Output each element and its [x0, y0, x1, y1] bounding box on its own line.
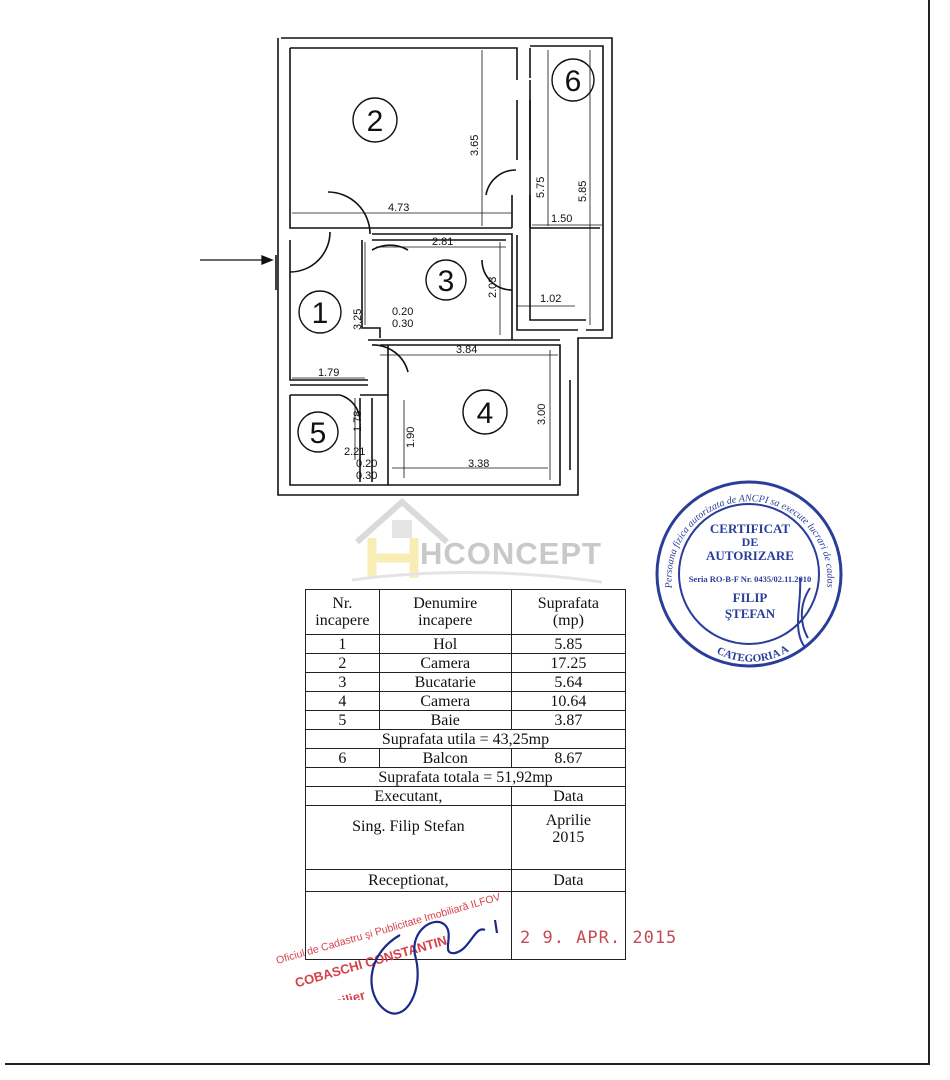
cell-name: Camera — [378, 691, 512, 711]
dim-label: 3.65 — [469, 135, 481, 156]
room-number-2: 2 — [367, 105, 384, 138]
cell-area: 3.87 — [510, 710, 627, 730]
dim-label: 1.50 — [551, 213, 572, 225]
floor-plan: 2 6 3 1 4 5 4.73 3.65 5.75 5.85 1.50 2.8… — [200, 37, 613, 496]
room-number-5: 5 — [310, 417, 327, 450]
table-row: 2 Camera 17.25 — [305, 653, 627, 673]
cell-name: Bucatarie — [378, 672, 512, 692]
dim-label: 4.73 — [388, 202, 409, 214]
dim-label: 3.84 — [456, 344, 477, 356]
cell-nr: 3 — [305, 672, 380, 692]
dim-label: 2.81 — [432, 236, 453, 248]
stamp-serial: Seria RO-B-F Nr. 0435/02.11.2010 — [689, 574, 812, 584]
data-label-2: Data — [510, 869, 627, 892]
room-number-3: 3 — [438, 265, 455, 298]
dim-label: 0.30 — [392, 318, 413, 330]
dim-label: 1.02 — [540, 293, 561, 305]
dim-label: 3.25 — [352, 309, 364, 330]
table-row: 4 Camera 10.64 — [305, 691, 627, 711]
executant-name: Sing. Filip Stefan — [305, 805, 512, 870]
dim-label: 3.00 — [536, 404, 548, 425]
executant-label: Executant, — [305, 786, 512, 806]
cell-area: 10.64 — [510, 691, 627, 711]
dim-label: 0.20 — [356, 458, 377, 470]
cell-name: Hol — [378, 634, 512, 654]
dim-label: 2.21 — [344, 446, 365, 458]
cell-name: Camera — [378, 653, 512, 673]
useful-area-total: Suprafata utila = 43,25mp — [305, 729, 626, 749]
stamp-line: CERTIFICAT — [710, 521, 791, 536]
office-stamp: Oficiul de Cadastru şi Publicitate Imobi… — [275, 891, 502, 1000]
room-labels — [297, 58, 595, 453]
dim-label: 5.75 — [535, 177, 547, 198]
received-date-stamp: 2 9. APR. 2015 — [520, 928, 678, 948]
receptionat-date-cell — [510, 891, 627, 960]
room-number-4: 4 — [477, 397, 494, 430]
stamp-name: ŞTEFAN — [725, 606, 776, 621]
dim-label: 3.38 — [468, 458, 489, 470]
table-row: 6 Balcon 8.67 — [305, 748, 627, 768]
dim-label: 2.03 — [487, 277, 499, 298]
data-label: Data — [510, 786, 627, 806]
header-nr: Nr. incapere — [305, 589, 380, 635]
stamp-name: FILIP — [733, 590, 768, 605]
page-frame — [5, 0, 930, 1065]
cell-nr: 4 — [305, 691, 380, 711]
dim-label: 0.30 — [356, 470, 377, 482]
dim-label: 1.78 — [352, 411, 364, 432]
dim-label: 1.90 — [405, 427, 417, 448]
cell-area: 8.67 — [510, 748, 627, 768]
dim-label: 0.20 — [392, 306, 413, 318]
watermark-text: HCONCEPT — [420, 536, 602, 571]
hconcept-logo — [352, 498, 603, 584]
executant-date: Aprilie 2015 — [510, 805, 627, 870]
cell-area: 5.85 — [510, 634, 627, 654]
table-row: 3 Bucatarie 5.64 — [305, 672, 627, 692]
cell-nr: 2 — [305, 653, 380, 673]
total-area: Suprafata totala = 51,92mp — [305, 767, 626, 787]
table-row: 1 Hol 5.85 — [305, 634, 627, 654]
receptionat-label: Receptionat, — [305, 869, 512, 892]
room-number-6: 6 — [565, 65, 582, 98]
cell-nr: 6 — [305, 748, 380, 768]
cell-nr: 1 — [305, 634, 380, 654]
dim-label: 5.85 — [577, 181, 589, 202]
room-number-1: 1 — [312, 297, 329, 330]
dim-label: 1.79 — [318, 367, 339, 379]
authorization-stamp: Persoana fizica autorizata de ANCPI sa e… — [652, 478, 843, 668]
room-area-table: Nr. incapere Denumire incapere Suprafata… — [305, 589, 627, 960]
table-row: 5 Baie 3.87 — [305, 710, 627, 730]
header-name: Denumire incapere — [378, 589, 512, 635]
header-area: Suprafata (mp) — [510, 589, 627, 635]
cell-area: 5.64 — [510, 672, 627, 692]
cell-nr: 5 — [305, 710, 380, 730]
stamp-line: DE — [742, 535, 759, 549]
cell-name: Baie — [378, 710, 512, 730]
cell-name: Balcon — [378, 748, 512, 768]
receptionat-signature-cell — [305, 891, 512, 960]
stamp-line: AUTORIZARE — [706, 548, 794, 563]
signature — [370, 919, 499, 1015]
cell-area: 17.25 — [510, 653, 627, 673]
